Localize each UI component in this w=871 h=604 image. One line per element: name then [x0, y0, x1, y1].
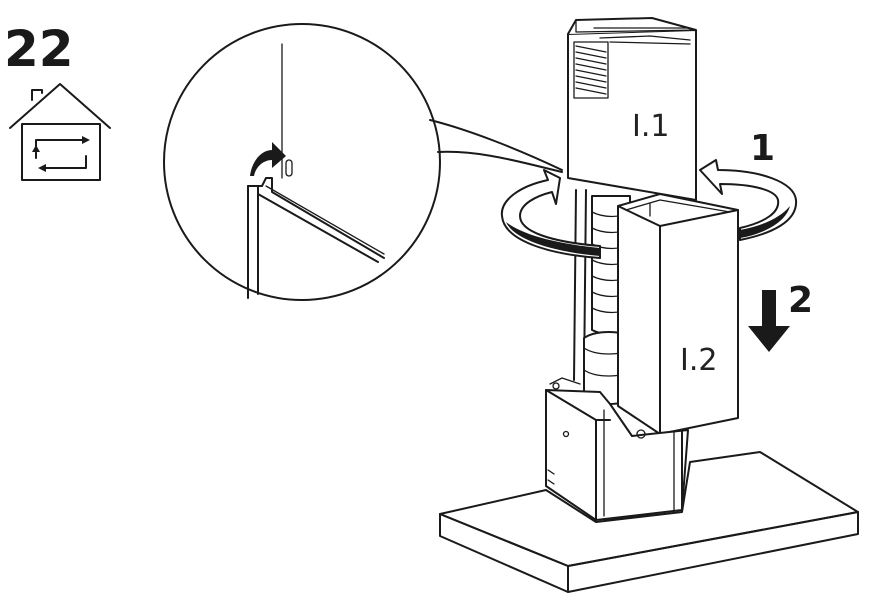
step-lower-label: 2	[788, 280, 813, 321]
step-rotate-label: 1	[750, 128, 775, 169]
down-arrow-icon	[748, 290, 790, 352]
curved-arrow-icon	[250, 142, 286, 176]
rotate-arrow-icon	[699, 159, 798, 241]
lower-chimney-label: I.2	[680, 343, 717, 378]
vent-grille	[573, 41, 609, 99]
detail-magnifier	[163, 23, 563, 301]
lower-chimney: I.2	[617, 193, 739, 435]
hood-canopy	[439, 451, 859, 593]
upper-chimney: I.1	[567, 17, 697, 201]
rotate-arrow-icon	[500, 169, 601, 259]
step-number: 22	[4, 20, 74, 78]
house-recirculation-icon	[9, 83, 111, 181]
upper-chimney-label: I.1	[632, 109, 669, 144]
